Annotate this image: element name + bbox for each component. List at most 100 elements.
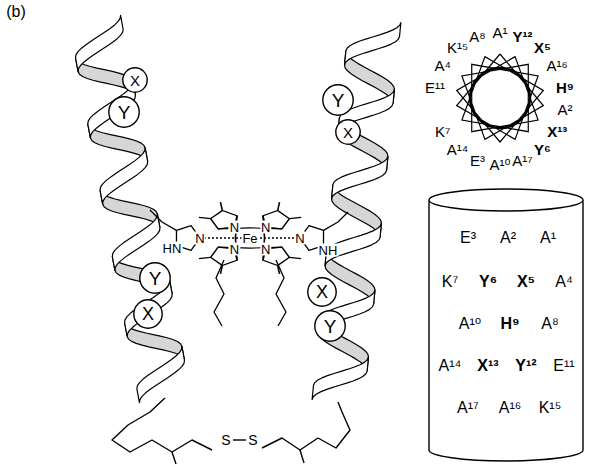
- circle-outline: [308, 278, 336, 306]
- residue-label: A¹: [492, 25, 509, 40]
- helix-left: [76, 15, 185, 402]
- linker-branch: [172, 452, 176, 464]
- residue-label: X¹³: [546, 124, 568, 139]
- wheel-star: [457, 54, 544, 142]
- residue-circle: X: [133, 299, 163, 329]
- residue-circle: Y: [108, 96, 140, 128]
- atom-label: N: [260, 242, 271, 255]
- atom-label: N: [194, 232, 205, 245]
- residue-label: K¹⁵: [446, 40, 469, 55]
- helix-ribbon: [137, 346, 185, 402]
- residue-letter: Y: [149, 269, 162, 288]
- residue-label: Y⁶: [533, 141, 552, 156]
- helix-ribbon: [332, 156, 388, 198]
- residue-label: H⁹: [500, 316, 519, 332]
- residue-label: E¹¹: [553, 358, 574, 374]
- circle-outline: [134, 300, 162, 328]
- atom-label: N: [294, 232, 305, 245]
- disulfide-bond: [233, 439, 246, 440]
- residue-label: A⁸: [541, 316, 558, 332]
- residue-label: K⁷: [442, 274, 458, 290]
- linker-chain: [112, 398, 212, 452]
- residue-letter: X: [142, 305, 154, 323]
- atom-label: Fe: [241, 232, 258, 245]
- porphyrin-ring: [199, 202, 301, 274]
- histidine-sidechain: [324, 212, 348, 230]
- atom-label: HN: [162, 242, 183, 255]
- residue-label: A¹⁴: [446, 141, 469, 156]
- helix-ribbon: [76, 15, 124, 71]
- circle-outline: [323, 85, 353, 115]
- residue-label: X⁵: [533, 40, 552, 55]
- residue-label: X⁵: [517, 274, 535, 290]
- circle-outline: [109, 97, 139, 127]
- residue-letter: X: [343, 125, 353, 140]
- residue-label: X¹³: [477, 358, 498, 374]
- substituent: [220, 202, 222, 210]
- helix-cylinder: E³A²A¹K⁷Y⁶X⁵A⁴A¹⁰H⁹A⁸A¹⁴X¹³Y¹²E¹¹A¹⁷A¹⁶K…: [428, 188, 584, 462]
- linker-chain: [262, 402, 350, 450]
- residue-label: E³: [460, 230, 476, 246]
- helix-right: [312, 23, 401, 400]
- atom-label: NH: [318, 244, 339, 257]
- substituent: [278, 202, 280, 210]
- propionate-chain: [276, 260, 286, 326]
- residue-label: A⁴: [434, 58, 452, 73]
- substituent: [199, 257, 211, 258]
- atom-label: S: [220, 433, 231, 447]
- wheel-core: [470, 68, 530, 128]
- residue-label: H⁹: [555, 79, 575, 94]
- residue-label: A⁸: [468, 28, 486, 43]
- helix-ribbon: [125, 323, 185, 360]
- linker-chain: [112, 398, 350, 464]
- circle-outline: [140, 263, 170, 293]
- residue-circle: X: [335, 119, 361, 145]
- atom-label: S: [247, 433, 258, 447]
- circle-outline: [336, 120, 360, 144]
- helix-ribbon: [112, 214, 160, 270]
- residue-letter: X: [130, 73, 140, 88]
- helix-ribbon: [312, 357, 368, 399]
- helix-ribbon: [88, 124, 148, 161]
- substituent: [199, 217, 211, 218]
- propionate-chain: [214, 260, 224, 326]
- cylinder-outline: [429, 189, 583, 461]
- residue-label: A¹⁰: [459, 316, 481, 332]
- residue-letter: Y: [324, 317, 337, 336]
- residue-circle: Y: [139, 262, 171, 294]
- residue-label: A²: [556, 102, 573, 117]
- residue-label: A¹⁷: [511, 153, 533, 168]
- atom-label: N: [229, 242, 240, 255]
- substituent: [289, 217, 301, 218]
- residue-letter: X: [316, 283, 328, 301]
- helix-ribbon: [345, 23, 401, 65]
- heme-group: [150, 202, 348, 326]
- residue-label: A¹⁶: [499, 400, 522, 416]
- residue-circle: X: [307, 277, 337, 307]
- panel-letter: (b): [5, 4, 27, 20]
- residue-label: E¹¹: [424, 79, 446, 94]
- atom-label: N: [260, 221, 271, 234]
- atom-label: N: [229, 221, 240, 234]
- residue-label: A¹⁴: [439, 358, 462, 374]
- residue-label: K¹⁵: [539, 400, 562, 416]
- residue-label: Y¹²: [512, 28, 534, 43]
- residue-letter: Y: [118, 103, 131, 122]
- circle-outline: [315, 311, 345, 341]
- helix-ribbon: [112, 257, 172, 294]
- residue-circle: Y: [322, 84, 354, 116]
- substituent: [289, 257, 301, 258]
- residue-label: Y⁶: [479, 274, 497, 290]
- residue-label: A⁴: [555, 274, 573, 290]
- residue-label: E³: [469, 153, 486, 168]
- residue-letter: Y: [332, 91, 345, 110]
- residue-label: Y¹²: [515, 358, 536, 374]
- residue-label: A¹: [540, 230, 556, 246]
- helix-ribbon: [100, 190, 160, 227]
- linker-branch: [300, 450, 304, 463]
- helix-ribbons: [76, 15, 401, 402]
- helix-ribbon: [332, 185, 382, 237]
- helix-ribbon: [100, 148, 148, 204]
- residue-label: A²: [500, 230, 516, 246]
